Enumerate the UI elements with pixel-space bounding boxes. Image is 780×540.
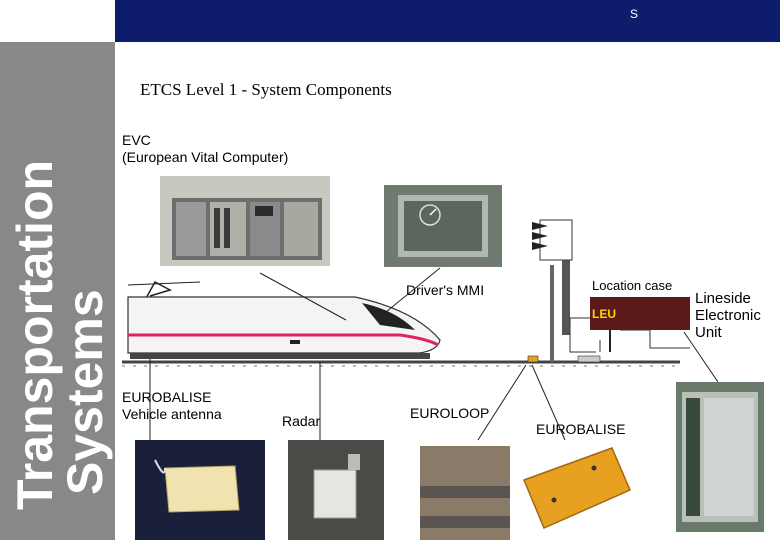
evc-label-line2: (European Vital Computer) xyxy=(122,149,289,165)
antenna-photo xyxy=(135,440,265,540)
antenna-label: EUROBALISE Vehicle antenna xyxy=(122,389,222,423)
location-case-label: Location case xyxy=(592,278,673,293)
radar-photo xyxy=(288,440,384,540)
sidebar-band: Transportation Systems xyxy=(0,42,115,540)
evc-photo xyxy=(160,176,330,266)
evc-label: EVC (European Vital Computer) xyxy=(122,132,288,166)
leu-box-label: LEU xyxy=(592,307,616,321)
mmi-label: Driver's MMI xyxy=(406,282,485,298)
header-logo-area xyxy=(0,0,115,42)
slide-title: ETCS Level 1 - System Components xyxy=(140,80,392,99)
mmi-photo xyxy=(384,185,502,267)
evc-label-line1: EVC xyxy=(122,132,151,148)
leu-description-line3: Unit xyxy=(695,324,722,341)
header-corner-text: S xyxy=(630,7,639,21)
eurobalise-photo xyxy=(516,440,636,540)
euroloop-label: EUROLOOP xyxy=(410,405,490,421)
eurobalise-label: EUROBALISE xyxy=(536,421,626,437)
leu-description-line1: Lineside xyxy=(695,290,751,307)
header-bar xyxy=(115,0,780,42)
leu-description: Lineside Electronic Unit xyxy=(695,290,761,341)
leu-box xyxy=(590,297,690,330)
antenna-label-line1: EUROBALISE xyxy=(122,389,212,405)
euroloop-photo xyxy=(420,446,510,540)
leu-description-line2: Electronic xyxy=(695,307,761,324)
radar-label: Radar xyxy=(282,413,321,429)
antenna-label-line2: Vehicle antenna xyxy=(122,406,222,422)
leu-photo xyxy=(676,382,764,532)
